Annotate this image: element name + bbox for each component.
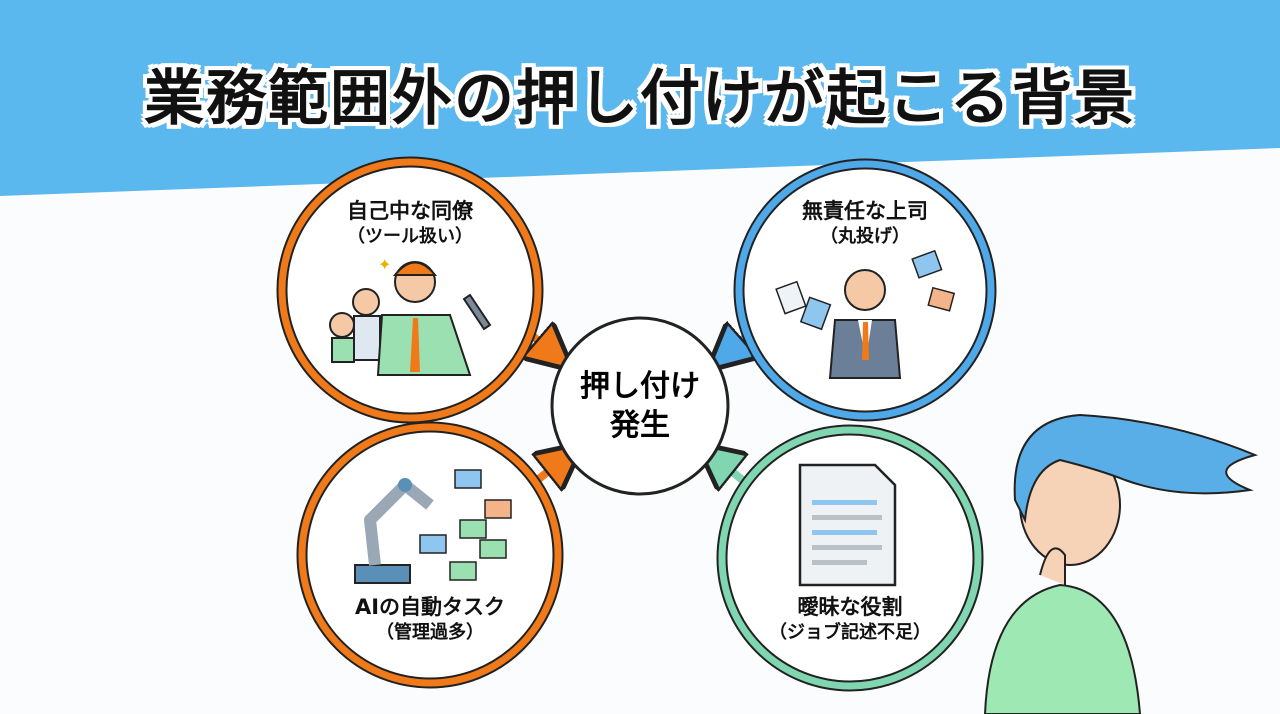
cause-subtitle: （丸投げ） xyxy=(820,226,910,248)
cause-title: 無責任な上司 xyxy=(802,199,928,223)
cause-title: AIの自動タスク xyxy=(354,595,506,619)
boss-illustration xyxy=(775,249,956,379)
robot-arm-illustration xyxy=(354,469,512,584)
page-title: 業務範囲外の押し付けが起こる背景 xyxy=(144,64,1136,134)
svg-text:✦: ✦ xyxy=(378,255,391,274)
cause-role: 曖昧な役割 （ジョブ記述不足） xyxy=(750,594,950,645)
center-line1: 押し付け xyxy=(580,369,700,404)
worried-woman-illustration xyxy=(983,413,1259,714)
cause-colleague: 自己中な同僚 （ツール扱い） xyxy=(330,198,490,249)
cause-title: 自己中な同僚 xyxy=(347,199,473,223)
cause-title: 曖昧な役割 xyxy=(797,595,903,619)
cause-subtitle: （管理過多） xyxy=(376,622,484,644)
cause-boss: 無責任な上司 （丸投げ） xyxy=(785,198,945,249)
cause-subtitle: （ジョブ記述不足） xyxy=(769,622,931,644)
document-icon xyxy=(798,463,897,587)
center-line2: 発生 xyxy=(610,408,670,443)
center-label: 押し付け 発生 xyxy=(552,318,728,494)
cause-subtitle: （ツール扱い） xyxy=(347,226,473,248)
circle-center xyxy=(550,316,730,496)
colleague-illustration: ✦ xyxy=(329,255,492,376)
cause-ai: AIの自動タスク （管理過多） xyxy=(330,594,530,645)
